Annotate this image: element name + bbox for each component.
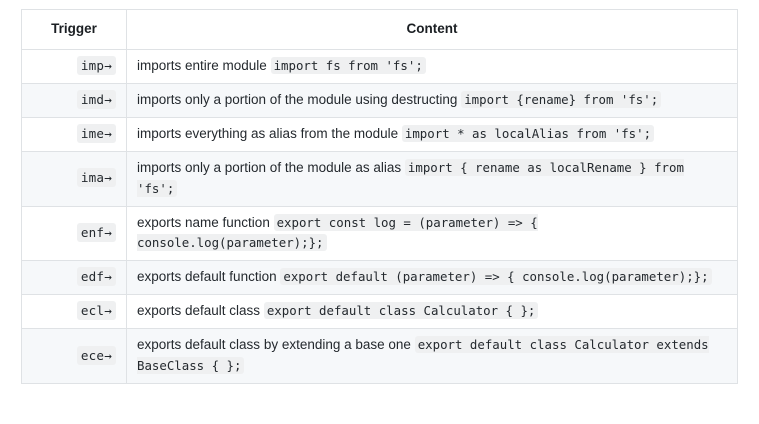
- snippet-description: imports only a portion of the module usi…: [137, 91, 458, 107]
- snippet-code: export default (parameter) => { console.…: [280, 268, 712, 286]
- trigger-cell: ecl→: [21, 294, 127, 330]
- trigger-cell: ima→: [21, 150, 127, 207]
- table-row: edf→ exports default function export def…: [21, 260, 738, 296]
- snippets-table: Trigger Content imp→ imports entire modu…: [21, 9, 738, 385]
- trigger-code: edf→: [76, 267, 116, 287]
- table-row: ecl→ exports default class export defaul…: [21, 294, 738, 330]
- trigger-cell: imd→: [21, 82, 127, 118]
- snippet-code: import * as localAlias from 'fs';: [401, 124, 655, 142]
- trigger-cell: enf→: [21, 205, 127, 262]
- table-row: imd→ imports only a portion of the modul…: [21, 82, 738, 118]
- table-row: imp→ imports entire module import fs fro…: [21, 48, 738, 84]
- column-header-trigger: Trigger: [21, 9, 127, 50]
- snippet-code: export default class Calculator { };: [263, 302, 539, 320]
- trigger-cell: ime→: [21, 116, 127, 152]
- snippet-description: imports entire module: [137, 57, 267, 73]
- trigger-code: ecl→: [76, 301, 116, 321]
- content-cell: imports only a portion of the module usi…: [126, 82, 738, 118]
- trigger-cell: imp→: [21, 48, 127, 84]
- content-cell: exports default class by extending a bas…: [126, 328, 738, 385]
- snippet-description: exports default function: [137, 269, 277, 285]
- trigger-code: enf→: [76, 222, 116, 242]
- snippet-code: import fs from 'fs';: [270, 56, 426, 74]
- table-row: ece→ exports default class by extending …: [21, 328, 738, 385]
- trigger-code: imd→: [76, 89, 116, 109]
- column-header-content: Content: [126, 9, 738, 50]
- content-cell: imports everything as alias from the mod…: [126, 116, 738, 152]
- content-cell: imports entire module import fs from 'fs…: [126, 48, 738, 84]
- table-body: imp→ imports entire module import fs fro…: [21, 48, 738, 385]
- trigger-code: imp→: [76, 55, 116, 75]
- snippet-description: imports only a portion of the module as …: [137, 159, 402, 175]
- snippet-description: exports default class by extending a bas…: [137, 337, 411, 353]
- snippet-description: exports default class: [137, 303, 261, 319]
- table-row: ima→ imports only a portion of the modul…: [21, 150, 738, 207]
- table-row: ime→ imports everything as alias from th…: [21, 116, 738, 152]
- content-cell: exports default class export default cla…: [126, 294, 738, 330]
- table-head: Trigger Content: [21, 9, 738, 50]
- snippet-code: import {rename} from 'fs';: [461, 90, 662, 108]
- trigger-code: ima→: [76, 168, 116, 188]
- trigger-cell: ece→: [21, 328, 127, 385]
- table-header-row: Trigger Content: [21, 9, 738, 50]
- snippet-description: imports everything as alias from the mod…: [137, 125, 399, 141]
- content-cell: exports default function export default …: [126, 260, 738, 296]
- content-cell: imports only a portion of the module as …: [126, 150, 738, 207]
- snippet-description: exports name function: [137, 214, 270, 230]
- trigger-code: ime→: [76, 123, 116, 143]
- content-cell: exports name function export const log =…: [126, 205, 738, 262]
- trigger-cell: edf→: [21, 260, 127, 296]
- trigger-code: ece→: [76, 345, 116, 365]
- table-row: enf→ exports name function export const …: [21, 205, 738, 262]
